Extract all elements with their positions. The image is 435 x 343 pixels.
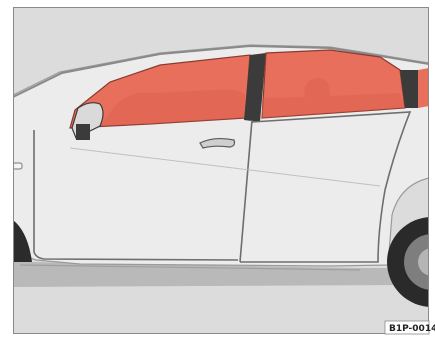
side-marker-light xyxy=(13,163,22,169)
rear-quarter-window xyxy=(418,68,429,108)
mirror-base xyxy=(76,124,90,140)
reference-code: B1P-0014 xyxy=(389,324,435,334)
